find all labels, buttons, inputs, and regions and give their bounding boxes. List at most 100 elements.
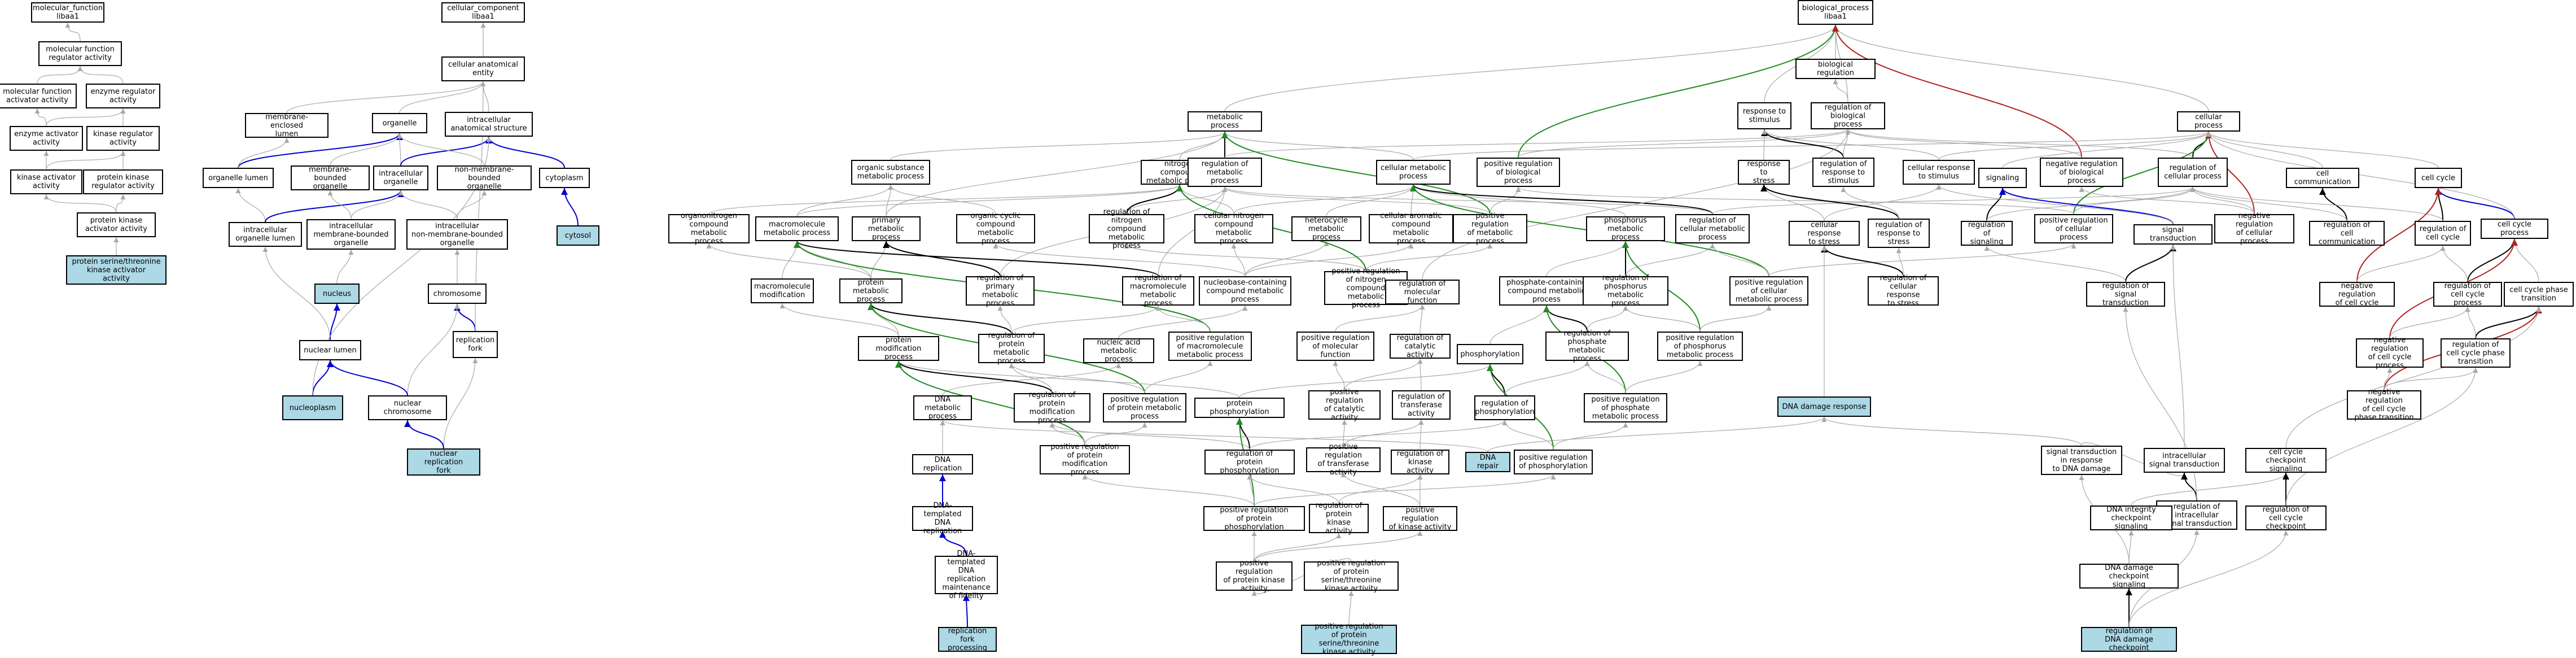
go-term-mmp[interactable]: macromolecule metabolic process bbox=[755, 216, 839, 241]
go-term-dtdrmf[interactable]: DNA-templated DNA replication maintenanc… bbox=[935, 550, 998, 600]
go-term-ol[interactable]: organelle lumen bbox=[203, 168, 274, 188]
go-term-prmp[interactable]: positive regulation of metabolic process bbox=[1453, 212, 1527, 246]
go-term-crs[interactable]: cellular response to stimulus bbox=[1903, 160, 1975, 185]
go-term-cmp[interactable]: cellular metabolic process bbox=[1376, 160, 1451, 185]
go-term-rfp[interactable]: replication fork processing bbox=[938, 627, 997, 652]
go-term-rcp[interactable]: regulation of cellular process bbox=[2158, 158, 2228, 187]
go-term-prpphos[interactable]: positive regulation of protein phosphory… bbox=[1203, 506, 1305, 531]
go-term-mp[interactable]: metabolic process bbox=[1188, 111, 1262, 132]
go-term-rca[interactable]: regulation of catalytic activity bbox=[1390, 334, 1451, 359]
go-term-cp[interactable]: cellular process bbox=[2177, 111, 2240, 132]
go-term-iol[interactable]: intracellular organelle lumen bbox=[229, 222, 302, 247]
go-term-imbo[interactable]: intracellular membrane-bounded organelle bbox=[306, 219, 396, 250]
go-term-cytosol[interactable]: cytosol bbox=[557, 225, 599, 246]
go-term-cc[interactable]: cellular_component libaa1 bbox=[441, 2, 525, 23]
go-term-rpmp[interactable]: regulation of primary metabolic process bbox=[966, 274, 1035, 308]
go-term-rccycle[interactable]: regulation of cell cycle bbox=[2415, 221, 2471, 246]
go-term-rpphos[interactable]: regulation of protein phosphorylation bbox=[1204, 450, 1295, 475]
go-term-mbo[interactable]: membrane-bounded organelle bbox=[291, 165, 370, 191]
go-term-prpstka[interactable]: positive regulation of protein serine/th… bbox=[1304, 559, 1399, 593]
go-term-phos[interactable]: phosphorylation bbox=[1457, 344, 1523, 364]
go-term-omp[interactable]: organonitrogen compound metabolic proces… bbox=[668, 212, 750, 246]
go-term-rncmp[interactable]: regulation of nitrogen compound metaboli… bbox=[1089, 208, 1164, 250]
go-term-rta[interactable]: regulation of transferase activity bbox=[1392, 390, 1451, 420]
go-term-rccpt[interactable]: regulation of cell cycle phase transitio… bbox=[2441, 338, 2511, 368]
go-term-rmmp[interactable]: regulation of macromolecule metabolic pr… bbox=[1122, 274, 1194, 308]
go-term-ist[interactable]: intracellular signal transduction bbox=[2144, 448, 2225, 473]
go-term-prcmp[interactable]: positive regulation of cellular metaboli… bbox=[1729, 276, 1808, 306]
go-term-rccomm[interactable]: regulation of cell communication bbox=[2309, 221, 2385, 246]
go-term-mf[interactable]: molecular_function libaa1 bbox=[31, 2, 104, 23]
go-term-ccchk[interactable]: cell cycle checkpoint signaling bbox=[2245, 448, 2327, 473]
go-term-prpka[interactable]: positive regulation of protein kinase ac… bbox=[1216, 559, 1293, 593]
go-term-pphos[interactable]: protein phosphorylation bbox=[1194, 398, 1285, 418]
go-term-dnadcs[interactable]: DNA damage checkpoint signaling bbox=[2079, 564, 2179, 589]
go-term-nrcp[interactable]: negative regulation of cellular process bbox=[2214, 212, 2294, 246]
go-term-cytoplasm[interactable]: cytoplasm bbox=[539, 168, 590, 188]
go-term-prpmp[interactable]: positive regulation of protein metabolic… bbox=[1103, 393, 1186, 422]
go-term-prka[interactable]: positive regulation of kinase activity bbox=[1383, 506, 1457, 531]
go-term-dnarepair[interactable]: DNA repair bbox=[1465, 452, 1510, 472]
go-term-rcrs[interactable]: regulation of cellular response to stres… bbox=[1868, 274, 1939, 308]
go-term-nucleus[interactable]: nucleus bbox=[314, 284, 360, 304]
go-term-rst[interactable]: regulation of signal transduction bbox=[2086, 282, 2165, 307]
go-term-nbcmp[interactable]: nucleobase-containing compound metabolic… bbox=[1199, 276, 1291, 306]
go-term-cncmp[interactable]: cellular nitrogen compound metabolic pro… bbox=[1194, 212, 1273, 246]
go-term-mel[interactable]: membrane-enclosed lumen bbox=[245, 113, 328, 138]
go-term-dnaics[interactable]: DNA integrity checkpoint signaling bbox=[2090, 506, 2172, 531]
go-term-prpmodp[interactable]: positive regulation of protein modificat… bbox=[1040, 443, 1130, 477]
go-term-dtdnar[interactable]: DNA-templated DNA replication bbox=[912, 502, 973, 535]
go-term-hmp[interactable]: heterocycle metabolic process bbox=[1291, 216, 1361, 242]
go-term-mfaa[interactable]: molecular function activator activity bbox=[0, 84, 77, 108]
go-term-rcmp[interactable]: regulation of cellular metabolic process bbox=[1675, 214, 1750, 243]
go-term-rpka[interactable]: regulation of protein kinase activity bbox=[1309, 502, 1369, 535]
go-term-rtstress[interactable]: response to stress bbox=[1738, 160, 1790, 185]
go-term-mfra[interactable]: molecular function regulator activity bbox=[38, 41, 122, 66]
go-term-chromosome[interactable]: chromosome bbox=[428, 284, 487, 304]
go-term-mmod[interactable]: macromolecule modification bbox=[751, 278, 814, 303]
go-term-stidd[interactable]: signal transduction in response to DNA d… bbox=[2041, 446, 2122, 475]
go-term-kaa[interactable]: kinase activator activity bbox=[10, 169, 82, 194]
go-term-cae[interactable]: cellular anatomical entity bbox=[441, 56, 525, 81]
go-term-namp[interactable]: nucleic acid metabolic process bbox=[1083, 338, 1154, 364]
go-term-era[interactable]: enzyme regulator activity bbox=[86, 84, 160, 108]
go-term-prpstka2[interactable]: positive regulation of protein serine/th… bbox=[1301, 622, 1397, 656]
go-term-nrccycle[interactable]: negative regulation of cell cycle bbox=[2319, 282, 2395, 307]
go-term-nlumen[interactable]: nuclear lumen bbox=[299, 340, 361, 360]
go-term-nchrom[interactable]: nuclear chromosome bbox=[368, 395, 447, 420]
go-term-dnamp[interactable]: DNA metabolic process bbox=[913, 395, 972, 421]
go-term-ccycle[interactable]: cell cycle bbox=[2415, 168, 2462, 188]
go-term-prta[interactable]: positive regulation of transferase activ… bbox=[1306, 443, 1381, 477]
go-term-rpmodp[interactable]: regulation of protein modification proce… bbox=[1014, 391, 1090, 425]
go-term-cacmp[interactable]: cellular aromatic compound metabolic pro… bbox=[1369, 212, 1453, 246]
go-term-dnadr[interactable]: DNA damage response bbox=[1777, 396, 1871, 417]
go-term-nucleoplasm[interactable]: nucleoplasm bbox=[282, 395, 343, 420]
go-term-rccp[interactable]: regulation of cell cycle process bbox=[2433, 282, 2502, 307]
go-term-rtsts[interactable]: cellular response to stress bbox=[1789, 221, 1860, 246]
go-term-rphos[interactable]: regulation of phosphorylation bbox=[1474, 395, 1535, 420]
go-term-rrtstress[interactable]: regulation of response to stress bbox=[1868, 219, 1930, 248]
go-term-rsig[interactable]: regulation of signaling bbox=[1961, 221, 2013, 246]
go-term-rmf[interactable]: regulation of molecular function bbox=[1385, 280, 1460, 305]
go-term-prphmp[interactable]: positive regulation of phosphorus metabo… bbox=[1657, 332, 1743, 361]
go-term-rpmpr[interactable]: regulation of protein metabolic process bbox=[978, 332, 1045, 365]
go-term-prphos[interactable]: positive regulation of phosphorylation bbox=[1514, 450, 1593, 474]
go-term-inmbo[interactable]: intracellular non-membrane-bounded organ… bbox=[406, 219, 508, 250]
go-term-eaa[interactable]: enzyme activator activity bbox=[10, 126, 83, 151]
go-term-ccpt[interactable]: cell cycle phase transition bbox=[2504, 282, 2574, 307]
go-term-rdnadc[interactable]: regulation of DNA damage checkpoint bbox=[2081, 627, 2177, 652]
go-term-prmmp[interactable]: positive regulation of macromolecule met… bbox=[1168, 332, 1252, 361]
go-term-pmod[interactable]: protein modification process bbox=[858, 336, 939, 361]
go-term-pkra[interactable]: protein kinase regulator activity bbox=[83, 169, 163, 194]
go-term-io[interactable]: intracellular organelle bbox=[373, 165, 428, 190]
go-term-ias[interactable]: intracellular anatomical structure bbox=[445, 112, 533, 137]
go-term-rrs[interactable]: regulation of response to stimulus bbox=[1812, 158, 1874, 187]
go-term-rka[interactable]: regulation of kinase activity bbox=[1391, 450, 1449, 475]
go-term-nrf[interactable]: nuclear replication fork bbox=[407, 448, 480, 476]
go-term-nrccp[interactable]: negative regulation of cell cycle proces… bbox=[2356, 336, 2424, 370]
go-term-breg[interactable]: biological regulation bbox=[1795, 59, 1876, 79]
go-term-osmp[interactable]: organic substance metabolic process bbox=[851, 160, 930, 185]
go-term-kra[interactable]: kinase regulator activity bbox=[86, 126, 160, 151]
go-term-pkaa[interactable]: protein kinase activator activity bbox=[77, 212, 156, 237]
go-term-rccchk[interactable]: regulation of cell cycle checkpoint bbox=[2245, 506, 2327, 531]
